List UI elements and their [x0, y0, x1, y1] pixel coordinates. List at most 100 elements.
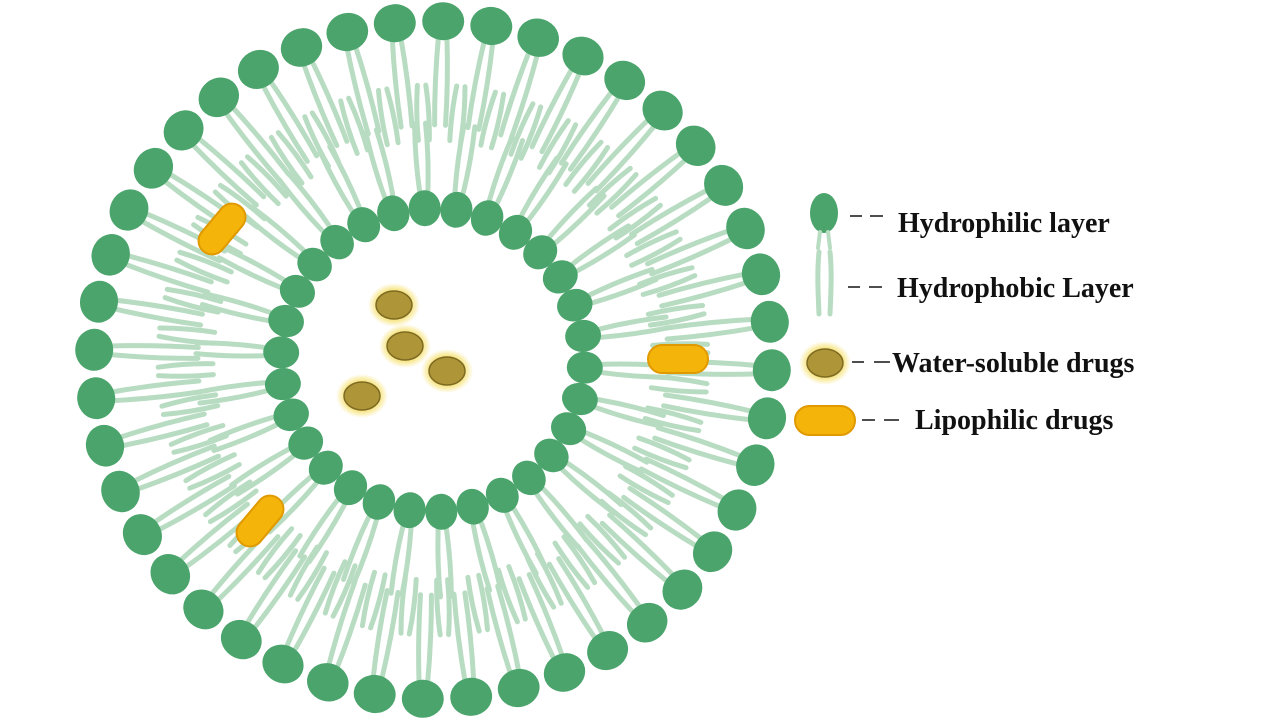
lipophilic-drugs-in-membrane	[197, 202, 709, 548]
outer-leaflet-tails	[105, 32, 761, 688]
outer-lipid-tail	[508, 49, 541, 141]
lipid-head-icon	[810, 193, 838, 250]
outer-lipid-head	[122, 514, 162, 556]
outer-lipid-tail	[120, 260, 211, 295]
inner-lipid-tail	[267, 481, 319, 535]
outer-lipid-tail	[322, 559, 348, 616]
outer-lipid-head	[626, 602, 668, 643]
outer-lipid-head	[280, 28, 323, 67]
inner-lipid-head	[408, 190, 441, 227]
liposome	[75, 2, 791, 718]
inner-lipid-head	[297, 247, 332, 282]
outer-lipid-tail	[599, 520, 672, 586]
outer-lipid-tail	[132, 453, 221, 493]
outer-lipid-head	[692, 531, 733, 573]
outer-lipid-head	[198, 77, 240, 118]
outer-lipid-head	[642, 90, 683, 131]
inner-lipid-tail	[388, 524, 406, 596]
outer-lipid-tail	[447, 83, 460, 144]
water-soluble-drug	[386, 331, 424, 361]
outer-lipid-tail	[228, 103, 292, 177]
outer-lipid-tail	[583, 536, 645, 612]
lipophilic-drugs-label: Lipophilic drugs	[915, 405, 1114, 436]
outer-lipid-tail	[476, 572, 490, 633]
outer-lipid-tail	[346, 95, 370, 153]
outer-lipid-tail	[359, 569, 377, 629]
outer-lipid-tail	[352, 42, 382, 134]
outer-lipid-tail	[109, 305, 204, 328]
inner-lipid-head	[523, 235, 558, 270]
inner-lipid-tail	[444, 527, 454, 599]
inner-lipid-head	[279, 274, 316, 308]
outer-lipid-tail	[159, 392, 219, 409]
outer-lipid-tail	[221, 108, 283, 184]
inner-lipid-tail	[593, 405, 664, 429]
legend: Hydrophilic layer Hydrophobic Layer Wate…	[794, 193, 1135, 436]
outer-lipid-tail	[627, 485, 706, 543]
outer-lipid-tail	[414, 82, 421, 143]
outer-lipid-tail	[122, 252, 214, 285]
inner-lipid-tail	[216, 255, 282, 290]
inner-lipid-tail	[560, 467, 617, 516]
outer-lipid-tail	[496, 567, 520, 625]
water-soluble-drug	[343, 381, 381, 411]
inner-lipid-tail	[587, 267, 655, 298]
outer-lipid-tail	[661, 403, 755, 423]
inner-lipid-tail	[519, 155, 560, 218]
inner-lipid-tail	[341, 514, 371, 582]
outer-lipid-tail	[617, 473, 671, 506]
inner-lipid-head	[333, 470, 368, 506]
outer-lipid-tail	[465, 36, 488, 131]
inner-lipid-tail	[570, 223, 631, 267]
outer-lipid-head	[373, 4, 416, 43]
outer-lipid-tail	[663, 316, 758, 331]
outer-lipid-head	[353, 674, 396, 714]
inner-lipid-tail	[363, 130, 388, 200]
outer-lipid-tail	[155, 361, 216, 370]
outer-lipid-tail	[655, 425, 746, 460]
outer-lipid-tail	[537, 118, 571, 170]
outer-lipid-tail	[105, 351, 201, 361]
inner-lipid-head	[498, 214, 533, 250]
outer-lipid-tail	[546, 561, 600, 644]
lipophilic-drug	[235, 494, 285, 548]
lipophilic-drug-icon	[794, 405, 856, 436]
outer-lipid-head	[736, 444, 775, 487]
inner-lipid-tail	[575, 232, 637, 274]
inner-lipid-tail	[553, 193, 607, 245]
outer-lipid-tail	[465, 574, 482, 634]
outer-lipid-tail	[539, 67, 584, 155]
inner-lipid-tail	[317, 149, 355, 214]
outer-lipid-tail	[624, 229, 679, 258]
hydrophilic-layer-label: Hydrophilic layer	[898, 208, 1110, 239]
inner-lipid-tail	[478, 520, 503, 590]
outer-lipid-tail	[149, 473, 232, 527]
inner-lipid-tail	[285, 170, 332, 228]
outer-lipid-tail	[177, 249, 234, 275]
inner-lipid-head	[320, 224, 354, 260]
outer-lipid-tail	[290, 570, 337, 656]
outer-lipid-tail	[607, 195, 659, 232]
inner-lipid-head	[440, 191, 473, 228]
inner-lipid-head	[263, 336, 300, 369]
outer-lipid-tail	[137, 217, 223, 264]
inner-lipid-tail	[565, 460, 624, 507]
outer-lipid-tail	[607, 512, 678, 580]
outer-lipid-head	[101, 470, 140, 513]
outer-lipid-tail	[664, 325, 759, 342]
inner-lipid-tail	[435, 527, 443, 600]
outer-lipid-head	[237, 49, 279, 89]
outer-lipid-tail	[529, 64, 576, 150]
inner-lipid-head	[534, 438, 569, 473]
outer-lipid-head	[741, 253, 781, 296]
outer-lipid-tail	[434, 577, 443, 638]
outer-lipid-tail	[574, 543, 638, 617]
outer-lipid-tail	[432, 32, 442, 128]
outer-lipid-head	[220, 619, 262, 660]
outer-lipid-tail	[495, 583, 522, 676]
outer-lipid-tail	[424, 592, 434, 688]
inner-lipid-tail	[511, 506, 549, 571]
inner-lipid-head	[542, 260, 578, 294]
outer-lipid-tail	[656, 271, 749, 298]
